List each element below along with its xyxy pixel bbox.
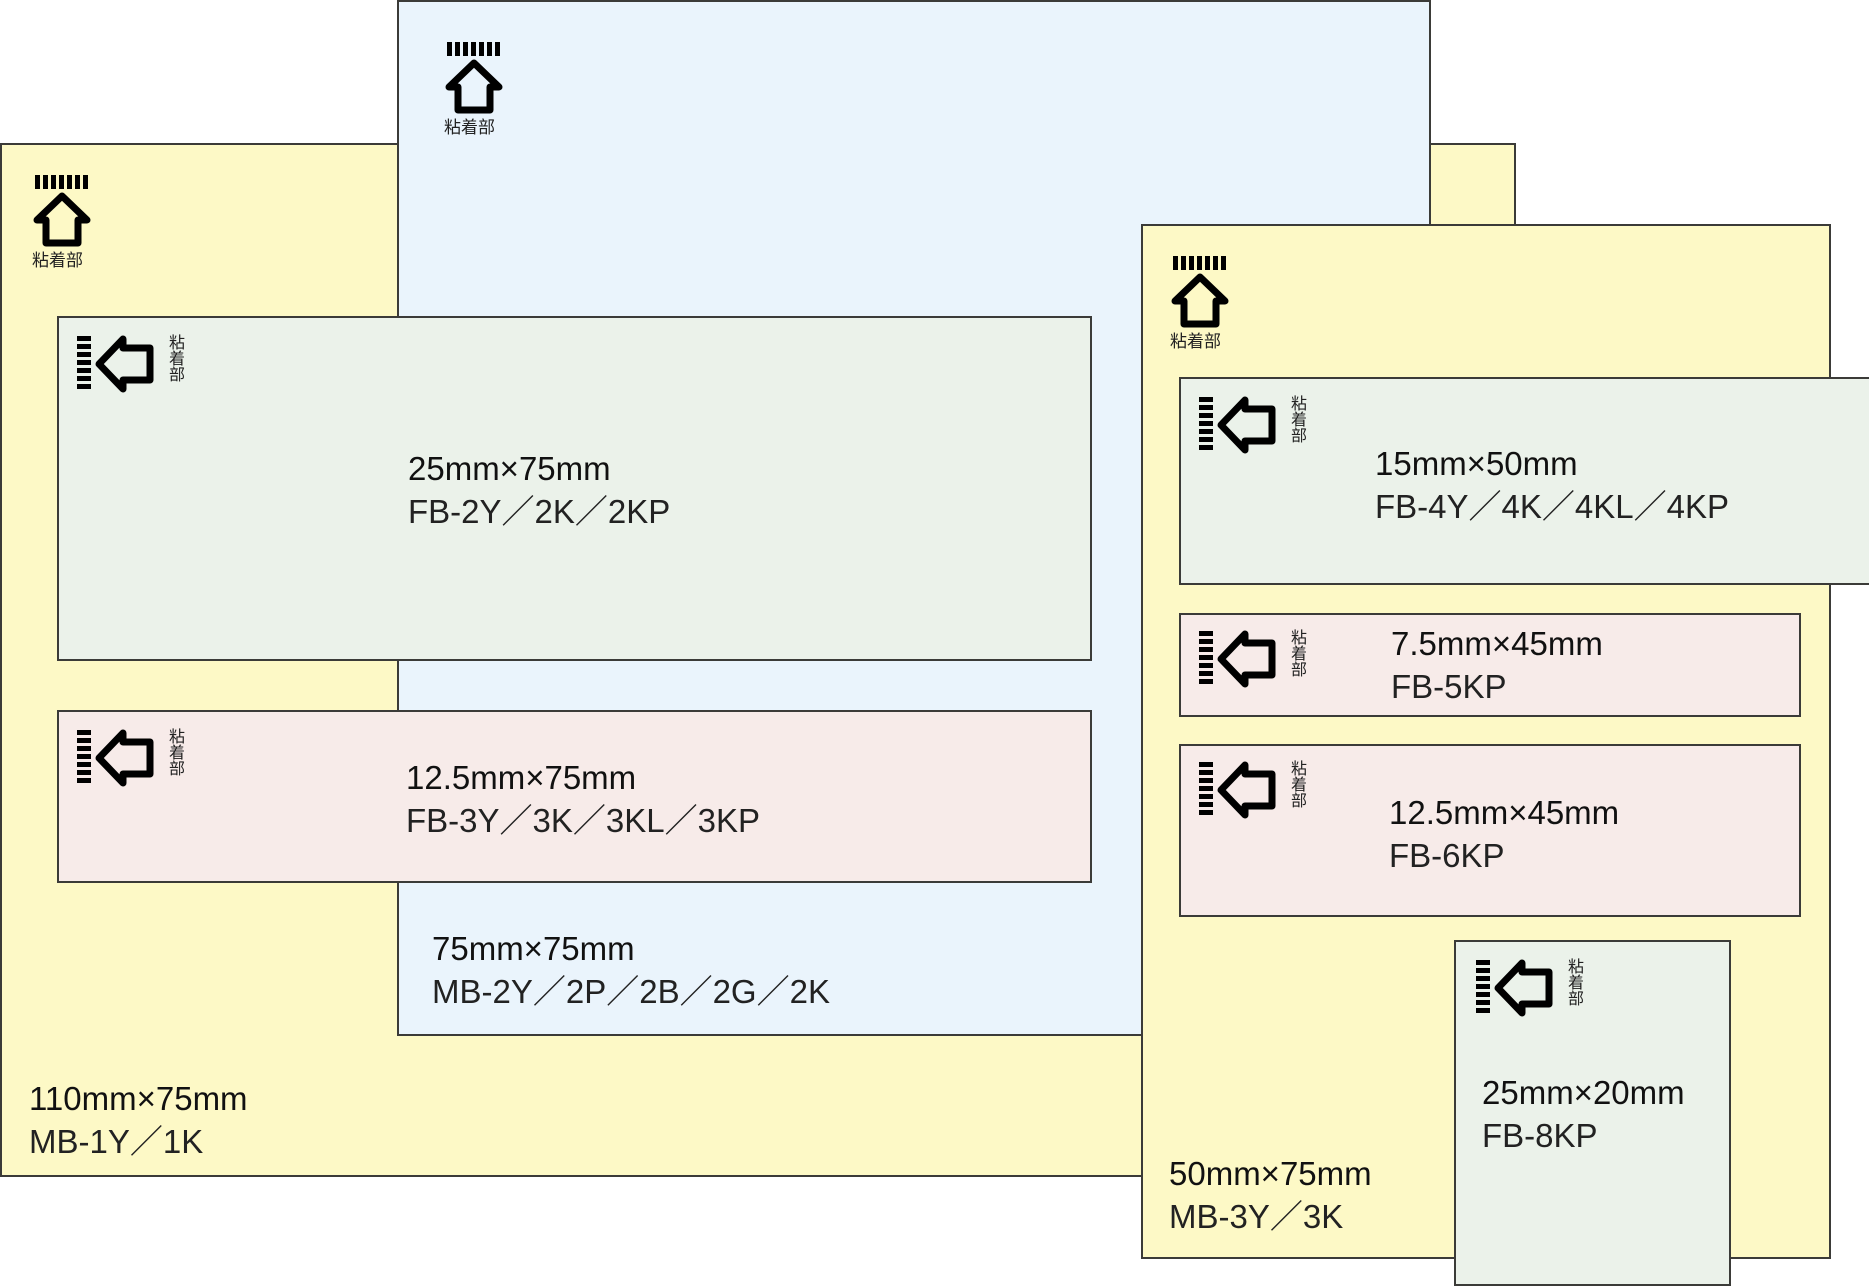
note-fb8: 粘着部 25mm×20mm FB-8KP	[1454, 940, 1731, 1286]
note-label: 110mm×75mm MB-1Y／1K	[29, 1078, 248, 1164]
arrow-left-icon	[1217, 761, 1276, 819]
note-label: 25mm×75mm FB-2Y／2K／2KP	[408, 448, 670, 534]
note-size: 50mm×75mm	[1169, 1155, 1372, 1192]
note-size: 12.5mm×75mm	[406, 759, 637, 796]
adhesive-marker: 粘着部	[32, 175, 92, 271]
note-label: 15mm×50mm FB-4Y／4K／4KL／4KP	[1375, 443, 1729, 529]
note-fb5: 粘着部 7.5mm×45mm FB-5KP	[1179, 613, 1801, 717]
note-model: FB-4Y／4K／4KL／4KP	[1375, 487, 1729, 525]
note-model: MB-3Y／3K	[1169, 1197, 1344, 1235]
adhesive-marker: 粘着部	[444, 42, 504, 138]
adhesive-strip-icon	[1199, 762, 1213, 815]
adhesive-strip-icon	[35, 175, 92, 189]
adhesive-label: 粘着部	[166, 334, 185, 382]
adhesive-strip-icon	[77, 730, 91, 783]
adhesive-strip-icon	[1173, 256, 1230, 270]
note-model: FB-6KP	[1389, 836, 1505, 874]
note-label: 50mm×75mm MB-3Y／3K	[1169, 1153, 1372, 1239]
adhesive-label: 粘着部	[1288, 629, 1307, 677]
arrow-up-icon	[33, 192, 91, 247]
note-model: FB-2Y／2K／2KP	[408, 492, 671, 530]
adhesive-label: 粘着部	[1565, 958, 1584, 1006]
adhesive-strip-icon	[1199, 631, 1213, 684]
note-size: 15mm×50mm	[1375, 445, 1578, 482]
note-label: 7.5mm×45mm FB-5KP	[1391, 623, 1603, 709]
note-size: 110mm×75mm	[29, 1080, 248, 1117]
arrow-left-icon	[95, 729, 154, 787]
note-size: 25mm×75mm	[408, 450, 611, 487]
adhesive-label: 粘着部	[1288, 760, 1307, 808]
arrow-up-icon	[445, 59, 503, 114]
adhesive-label: 粘着部	[166, 728, 185, 776]
adhesive-marker: 粘着部	[1170, 256, 1230, 352]
adhesive-strip-icon	[1199, 397, 1213, 450]
note-model: MB-1Y／1K	[29, 1122, 204, 1160]
note-model: FB-3Y／3K／3KL／3KP	[406, 801, 760, 839]
adhesive-strip-icon	[77, 336, 91, 389]
arrow-left-icon	[95, 335, 154, 393]
arrow-left-icon	[1217, 630, 1276, 688]
arrow-up-icon	[1171, 273, 1229, 328]
note-size: 25mm×20mm	[1482, 1074, 1685, 1111]
note-label: 25mm×20mm FB-8KP	[1482, 1072, 1685, 1158]
note-fb2: 粘着部 25mm×75mm FB-2Y／2K／2KP	[57, 316, 1092, 661]
adhesive-strip-icon	[1476, 960, 1490, 1013]
adhesive-label: 粘着部	[1170, 332, 1221, 352]
note-fb3: 粘着部 12.5mm×75mm FB-3Y／3K／3KL／3KP	[57, 710, 1092, 883]
note-model: MB-2Y／2P／2B／2G／2K	[432, 972, 830, 1010]
note-label: 75mm×75mm MB-2Y／2P／2B／2G／2K	[432, 928, 830, 1014]
adhesive-label: 粘着部	[32, 251, 83, 271]
note-label: 12.5mm×75mm FB-3Y／3K／3KL／3KP	[406, 757, 760, 843]
arrow-left-icon	[1217, 396, 1276, 454]
adhesive-strip-icon	[447, 42, 504, 56]
note-size: 75mm×75mm	[432, 930, 635, 967]
adhesive-label: 粘着部	[1288, 395, 1307, 443]
note-size: 12.5mm×45mm	[1389, 794, 1620, 831]
note-model: FB-5KP	[1391, 667, 1507, 705]
arrow-left-icon	[1494, 959, 1553, 1017]
adhesive-label: 粘着部	[444, 118, 495, 138]
note-label: 12.5mm×45mm FB-6KP	[1389, 792, 1619, 878]
note-fb6: 粘着部 12.5mm×45mm FB-6KP	[1179, 744, 1801, 917]
note-fb4: 粘着部 15mm×50mm FB-4Y／4K／4KL／4KP	[1179, 377, 1869, 585]
note-size: 7.5mm×45mm	[1391, 625, 1603, 662]
note-model: FB-8KP	[1482, 1116, 1598, 1154]
